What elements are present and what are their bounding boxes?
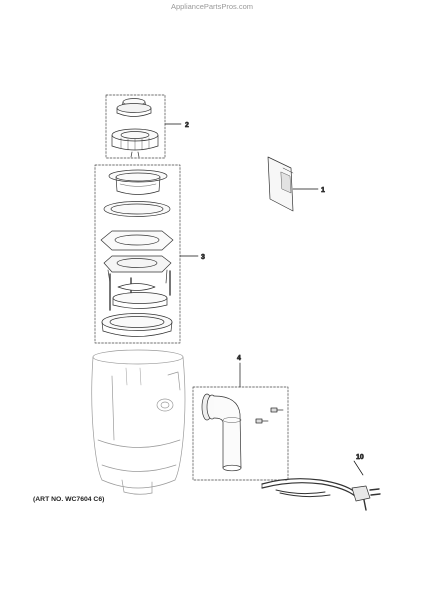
- callout-2: 2: [185, 122, 189, 129]
- callout-3: 3: [201, 254, 205, 261]
- callout-10: 10: [356, 454, 364, 461]
- part-3-mounting-assembly[interactable]: 3: [94, 164, 205, 344]
- watermark: AppliancePartsPros.com: [170, 2, 254, 11]
- part-10-power-cord[interactable]: 10: [261, 454, 381, 511]
- disposer-body: [91, 349, 186, 495]
- callout-1: 1: [321, 187, 325, 194]
- part-1-manual[interactable]: 1: [267, 156, 325, 212]
- part-2-stopper-assembly[interactable]: 2: [105, 94, 189, 159]
- art-number-label: (ART NO. WC7604 C6): [33, 496, 105, 503]
- part-4-discharge-elbow[interactable]: 4: [192, 355, 289, 481]
- callout-4: 4: [237, 355, 241, 362]
